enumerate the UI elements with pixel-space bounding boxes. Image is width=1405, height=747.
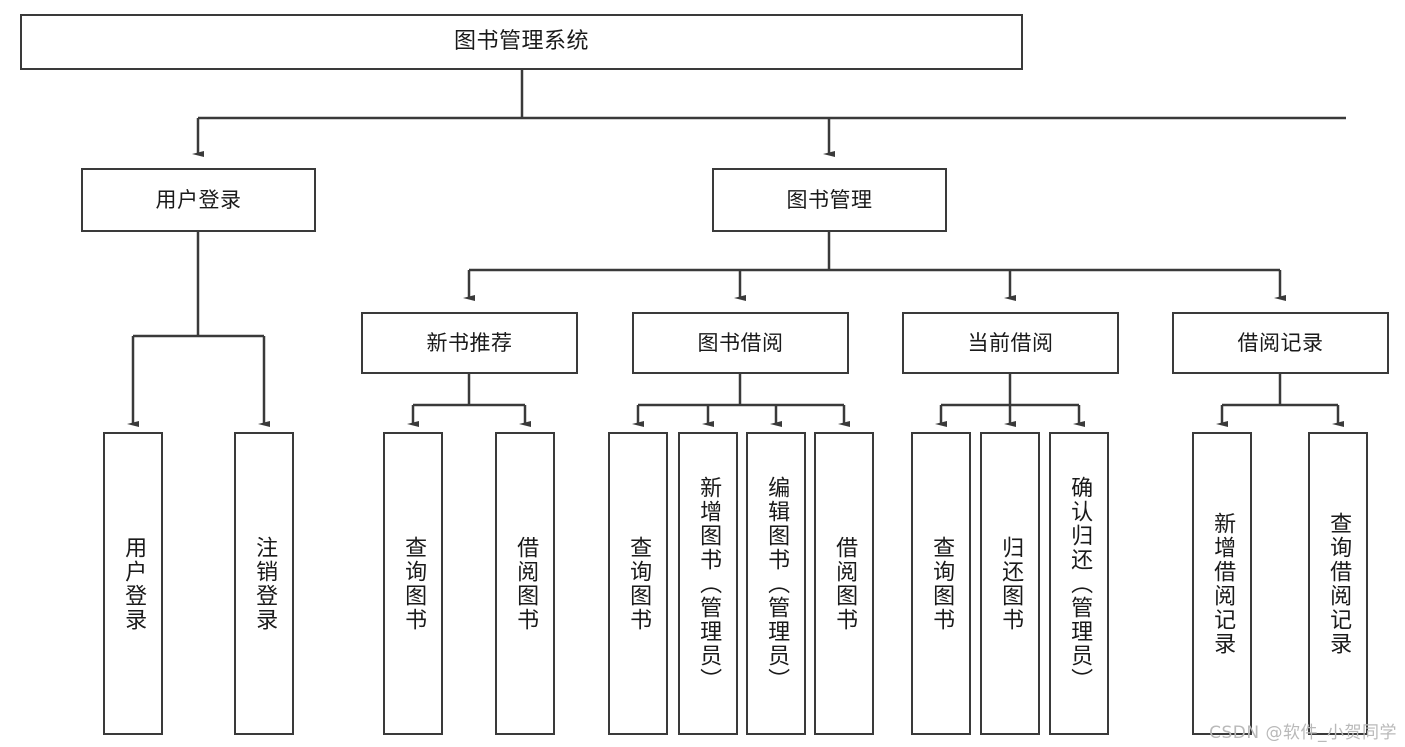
node-label: 查询图书 [626,535,652,632]
node-label: 查询图书 [929,535,955,632]
leaf-user-login[interactable]: 用户登录 [103,432,163,735]
node-borrow-record[interactable]: 借阅记录 [1172,312,1389,374]
leaf-borrow-book[interactable]: 借阅图书 [814,432,874,735]
node-label: 用户登录 [121,535,147,632]
leaf-query-borrow-record[interactable]: 查询借阅记录 [1308,432,1368,735]
node-root-system[interactable]: 图书管理系统 [20,14,1023,70]
node-label: 注销登录 [252,535,278,632]
node-label: 当前借阅 [967,330,1054,355]
node-label: 图书管理系统 [453,29,589,55]
node-book-borrow[interactable]: 图书借阅 [632,312,849,374]
node-current-borrow[interactable]: 当前借阅 [902,312,1119,374]
node-label: 借阅图书 [513,535,539,632]
leaf-confirm-return-admin[interactable]: 确认归还（管理员） [1049,432,1109,735]
node-label: 新增图书（管理员） [696,475,722,692]
node-label: 确认归还（管理员） [1067,475,1093,692]
node-user-login[interactable]: 用户登录 [81,168,316,232]
node-label: 借阅记录 [1237,330,1324,355]
leaf-logout[interactable]: 注销登录 [234,432,294,735]
leaf-borrow-book-recommend[interactable]: 借阅图书 [495,432,555,735]
node-label: 查询图书 [401,535,427,632]
node-new-book-recommend[interactable]: 新书推荐 [361,312,578,374]
node-label: 新书推荐 [426,330,513,355]
watermark: CSDN @软件_小贺同学 [1209,723,1397,743]
leaf-query-book-current[interactable]: 查询图书 [911,432,971,735]
node-label: 用户登录 [155,187,242,212]
node-label: 编辑图书（管理员） [764,475,790,692]
leaf-add-borrow-record[interactable]: 新增借阅记录 [1192,432,1252,735]
node-book-management[interactable]: 图书管理 [712,168,947,232]
node-label: 归还图书 [998,535,1024,632]
leaf-query-book-borrow[interactable]: 查询图书 [608,432,668,735]
node-label: 新增借阅记录 [1210,511,1236,656]
node-label: 借阅图书 [832,535,858,632]
leaf-query-book-recommend[interactable]: 查询图书 [383,432,443,735]
leaf-add-book-admin[interactable]: 新增图书（管理员） [678,432,738,735]
node-label: 图书管理 [786,187,873,212]
leaf-return-book[interactable]: 归还图书 [980,432,1040,735]
node-label: 查询借阅记录 [1326,511,1352,656]
leaf-edit-book-admin[interactable]: 编辑图书（管理员） [746,432,806,735]
node-label: 图书借阅 [697,330,784,355]
